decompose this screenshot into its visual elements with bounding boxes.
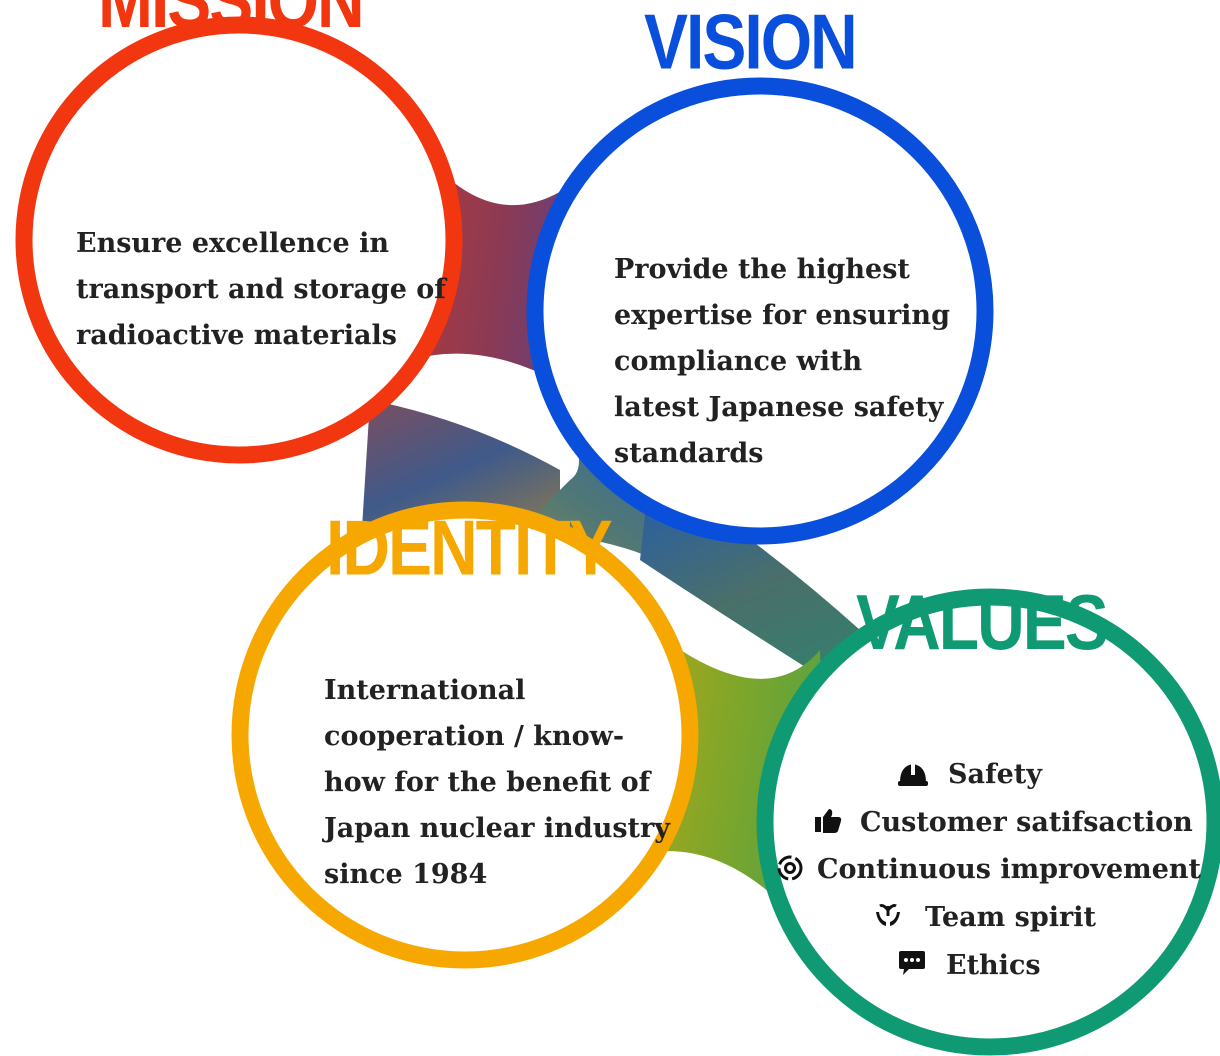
vision-circle — [526, 77, 994, 545]
vision-text: Provide the highest expertise for ensuri… — [614, 254, 959, 469]
value-item-ethics: Ethics — [946, 950, 1041, 981]
vision-line: compliance with — [614, 346, 863, 377]
value-item-safety: Safety — [948, 759, 1043, 790]
vision-line: Provide the highest — [614, 254, 910, 285]
speech-bubble-icon — [899, 951, 925, 975]
vision-block: VISION Provide the highest expertise for… — [614, 0, 959, 469]
value-item-team-spirit: Team spirit — [925, 902, 1096, 933]
mission-circle — [15, 16, 463, 464]
value-item-continuous-improvement: Continuous improvement — [817, 854, 1202, 885]
mission-block: MISSION Ensure excellence in transport a… — [76, 0, 455, 351]
circles — [15, 16, 1220, 1056]
hard-hat-icon — [898, 763, 928, 786]
hands-sprout-icon — [876, 904, 900, 926]
cycle-gear-icon — [777, 855, 803, 881]
identity-block: IDENTITY International cooperation / kno… — [322, 506, 679, 890]
mission-line: transport and storage of — [76, 274, 448, 305]
mission-title: MISSION — [98, 0, 363, 44]
values-circle — [756, 588, 1220, 1056]
vision-title: VISION — [644, 0, 856, 86]
identity-line: cooperation / know- — [324, 721, 624, 752]
values-block: VALUES Safety Customer satifsaction Cont… — [777, 580, 1202, 981]
identity-circle — [231, 501, 699, 969]
identity-line: Japan nuclear industry — [322, 813, 671, 844]
identity-line: since 1984 — [324, 859, 487, 890]
mission-line: radioactive materials — [76, 320, 397, 351]
values-title: VALUES — [856, 580, 1107, 666]
identity-text: International cooperation / know- how fo… — [322, 675, 679, 890]
identity-title: IDENTITY — [326, 506, 612, 592]
mission-line: Ensure excellence in — [76, 228, 389, 259]
vision-line: expertise for ensuring — [614, 300, 950, 331]
identity-line: International — [324, 675, 525, 706]
thumbs-up-icon — [815, 809, 842, 833]
vision-line: latest Japanese safety — [614, 392, 945, 423]
identity-line: how for the benefit of — [324, 767, 653, 798]
vision-line: standards — [614, 438, 763, 469]
value-item-customer-satisfaction: Customer satifsaction — [860, 807, 1193, 838]
mission-text: Ensure excellence in transport and stora… — [76, 228, 455, 351]
